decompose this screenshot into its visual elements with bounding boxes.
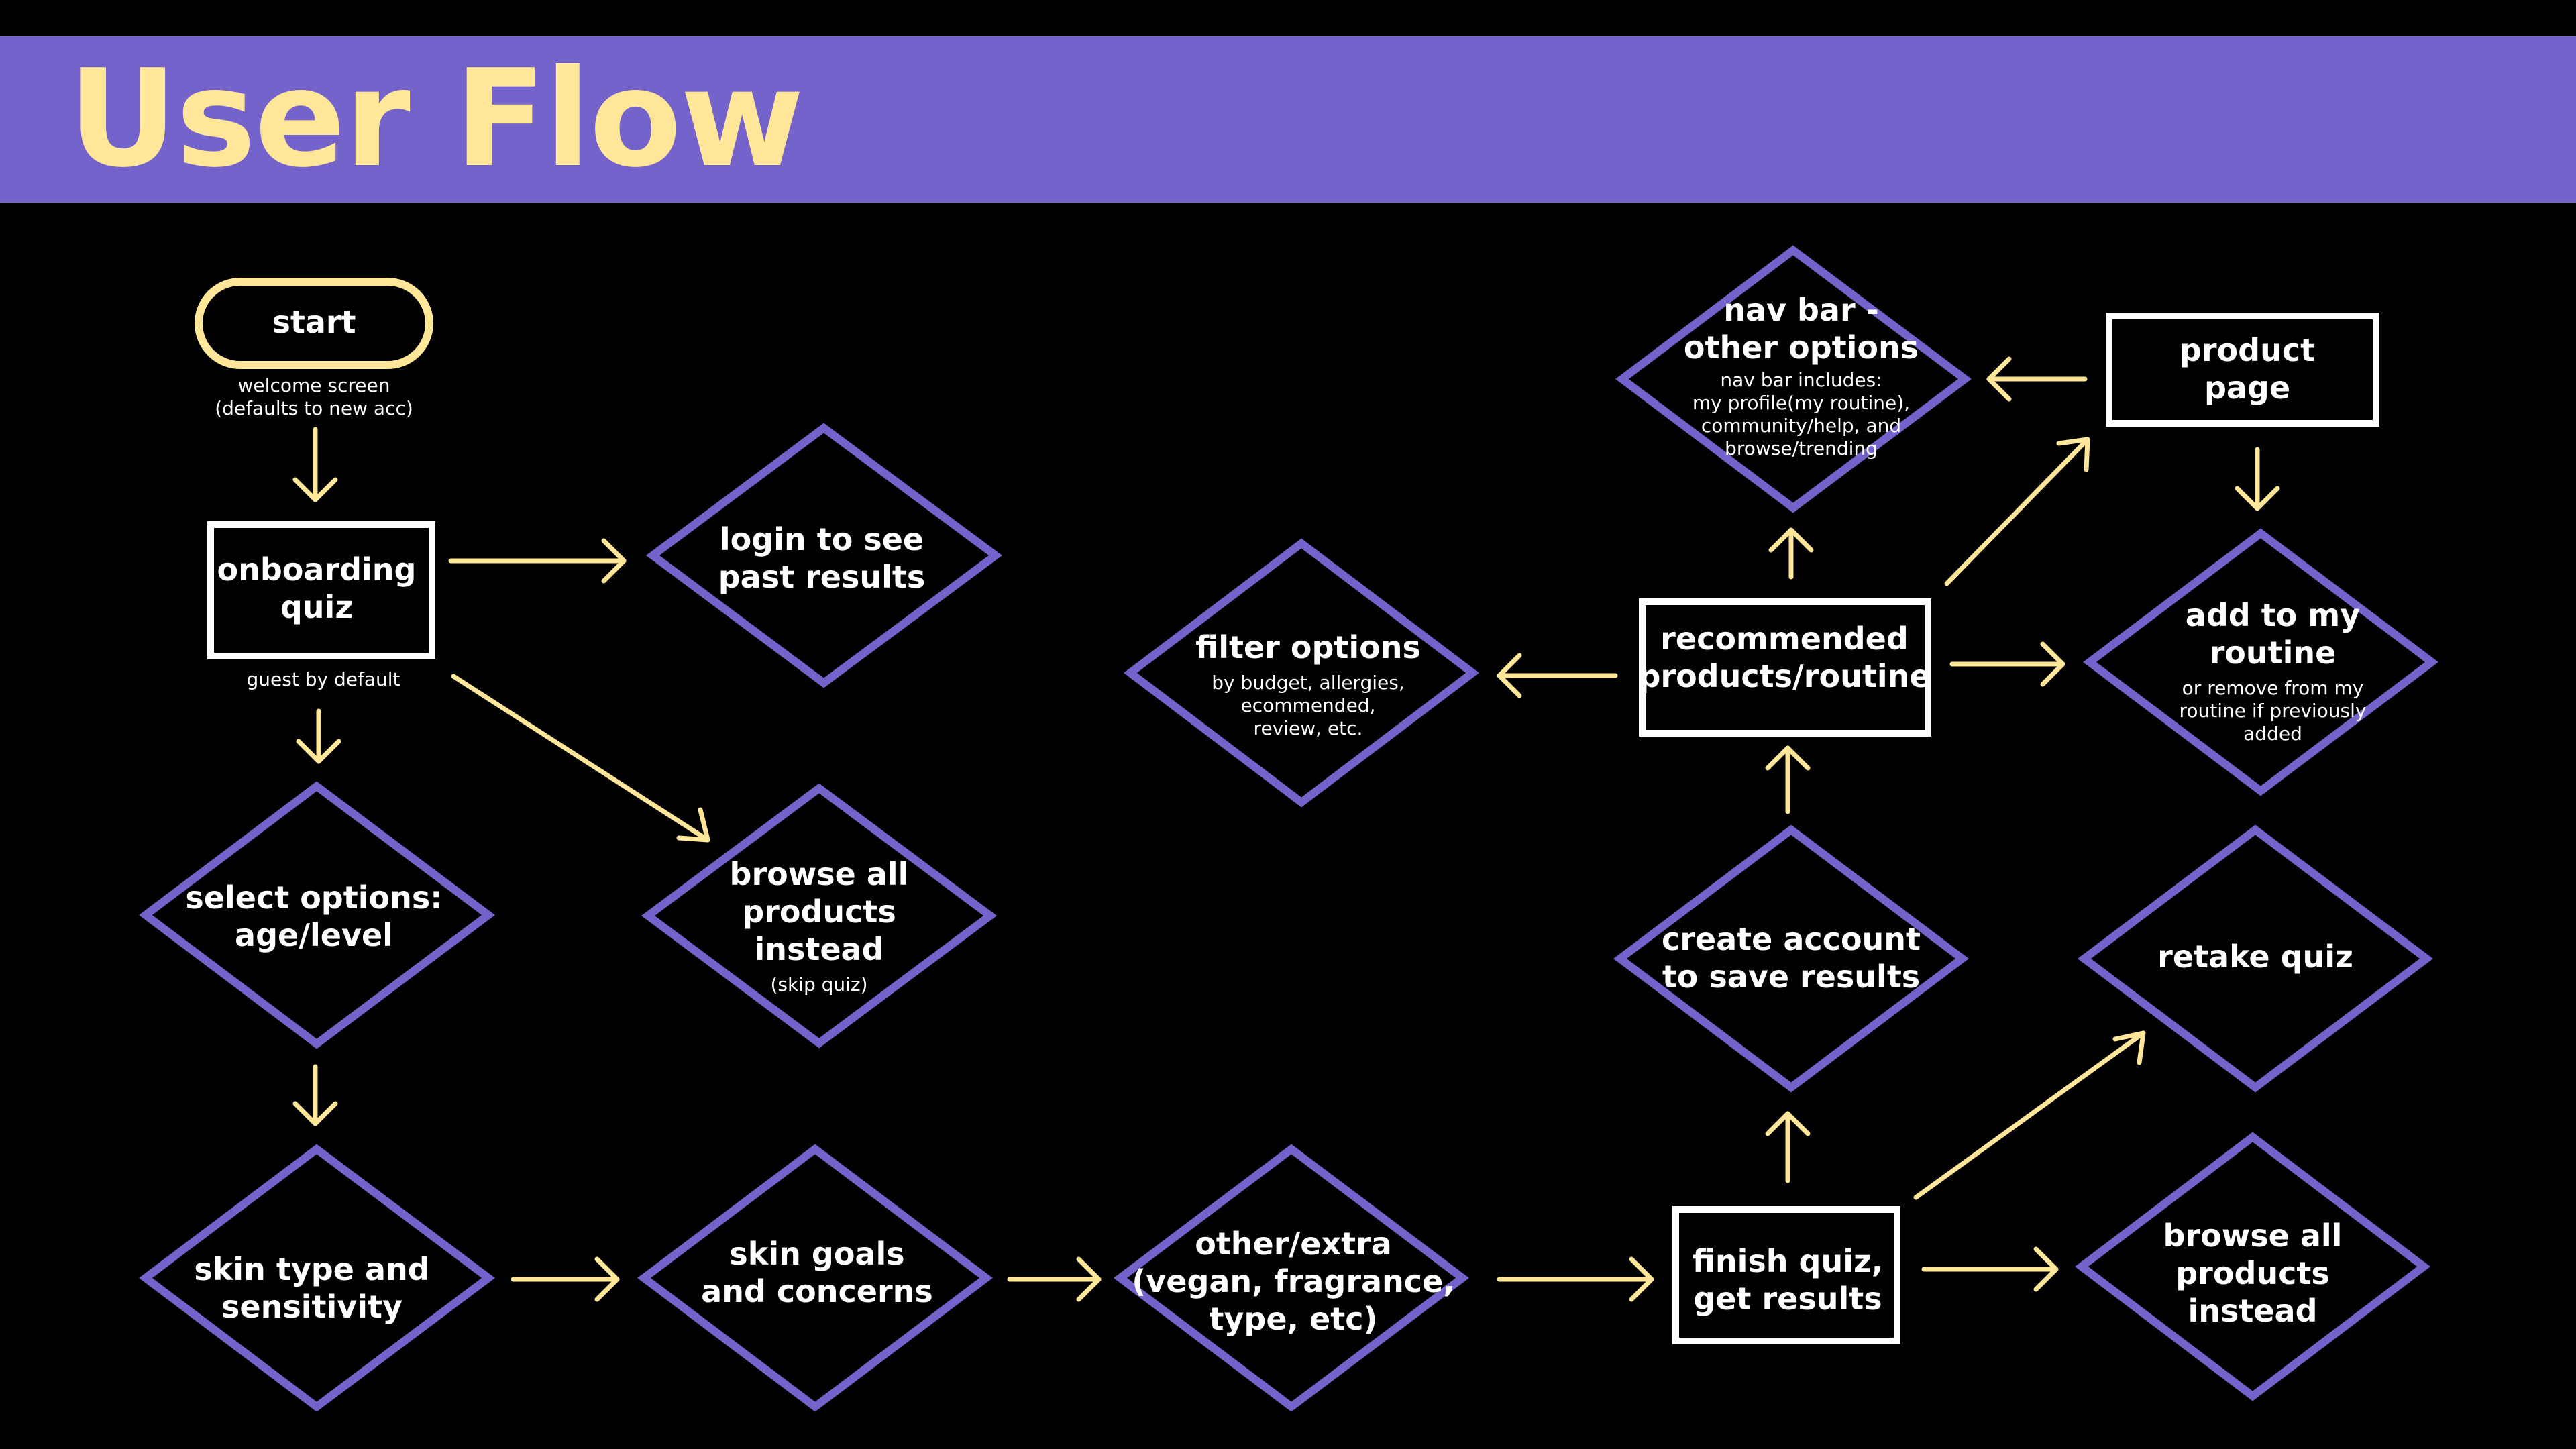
skin-type-node[interactable]: skin type and sensitivity (194, 1250, 429, 1326)
browse-end-diamond-shape (2075, 1132, 2430, 1401)
skin-goals-diamond-shape (637, 1144, 993, 1412)
retake-diamond-shape (2078, 824, 2433, 1093)
arrow-recommended-to-navbar (1768, 527, 1814, 580)
arrow-onboarding-to-browse (451, 674, 710, 843)
recommended-node[interactable]: recommended products/routine (1638, 620, 1930, 695)
skin-goals-label: skin goals and concerns (701, 1236, 933, 1309)
arrow-finish-to-retake (1913, 1030, 2146, 1200)
browse-skip-diamond-shape (641, 783, 998, 1049)
finish-box-shape (1672, 1206, 1900, 1344)
arrow-create-to-recommended (1765, 745, 1811, 814)
arrow-recommended-to-filter (1497, 653, 1618, 698)
create-account-diamond-shape (1613, 824, 1969, 1093)
page-title: User Flow (68, 41, 804, 197)
nav-bar-node[interactable]: nav bar - other options nav bar includes… (1684, 291, 1919, 460)
arrow-product-to-navbar (1986, 356, 2088, 402)
nav-bar-diamond-shape (1615, 245, 1972, 513)
onboarding-node[interactable]: onboarding quiz (217, 551, 417, 626)
arrow-goals-to-other (1007, 1256, 1102, 1302)
login-label: login to see past results (718, 521, 926, 595)
arrow-finish-to-create (1765, 1111, 1811, 1183)
header-bar (0, 36, 2576, 203)
finish-node[interactable]: finish quiz, get results (1693, 1242, 1883, 1318)
product-page-box-shape (2106, 313, 2379, 427)
select-options-node[interactable]: select options: age/level (185, 879, 442, 954)
create-account-label: create account to save results (1661, 921, 1921, 995)
other-extra-diamond-shape (1114, 1144, 1469, 1412)
start-terminal-shape (195, 278, 433, 369)
onboarding-box-shape (207, 521, 435, 659)
browse-skip-sub: (skip quiz) (770, 973, 868, 996)
add-routine-label: add to my routine (2185, 597, 2361, 671)
add-routine-diamond-shape (2083, 528, 2438, 796)
select-options-diamond-shape (139, 781, 495, 1049)
arrow-recommended-to-addroutine (1949, 641, 2065, 687)
arrow-onboarding-to-login (448, 538, 627, 584)
filter-label: filter options (1195, 629, 1421, 665)
finish-label: finish quiz, get results (1692, 1243, 1884, 1317)
recommended-label: recommended products/routine (1638, 621, 1931, 694)
arrow-start-to-onboarding (292, 427, 338, 502)
start-label: start (272, 304, 356, 340)
skin-type-label: skin type and sensitivity (194, 1251, 430, 1325)
arrow-product-to-addroutine (2235, 447, 2280, 511)
nav-bar-sub: nav bar includes: my profile(my routine)… (1692, 369, 1911, 460)
browse-end-node[interactable]: browse all products instead (2163, 1217, 2343, 1330)
filter-diamond-shape (1124, 538, 1479, 808)
skin-type-diamond-shape (139, 1144, 495, 1412)
select-options-label: select options: age/level (185, 879, 443, 953)
product-page-label: product page (2179, 332, 2316, 406)
retake-node[interactable]: retake quiz (2157, 938, 2353, 975)
browse-end-label: browse all products instead (2163, 1218, 2343, 1329)
create-account-node[interactable]: create account to save results (1662, 920, 1921, 996)
arrow-finish-to-browseend (1921, 1246, 2059, 1292)
filter-sub: by budget, allergies, ecommended, review… (1212, 672, 1405, 739)
arrow-onboarding-to-select (296, 708, 341, 764)
other-extra-node[interactable]: other/extra (vegan, fragrance, type, etc… (1132, 1225, 1455, 1338)
browse-skip-node[interactable]: browse all products instead (skip quiz) (730, 855, 909, 996)
login-node[interactable]: login to see past results (718, 521, 926, 596)
start-note: welcome screen (defaults to new acc) (215, 374, 413, 419)
arrow-other-to-finish (1497, 1256, 1654, 1302)
browse-skip-label: browse all products instead (729, 856, 909, 967)
login-diamond-shape (645, 423, 1003, 688)
add-routine-sub: or remove from my routine if previously … (2179, 677, 2367, 745)
arrow-skintype-to-goals (511, 1256, 620, 1302)
product-page-node[interactable]: product page (2180, 331, 2315, 407)
onboarding-note: guest by default (246, 668, 400, 690)
skin-goals-node[interactable]: skin goals and concerns (701, 1235, 933, 1310)
arrow-select-to-skintype (292, 1064, 338, 1126)
add-routine-node[interactable]: add to my routine or remove from my rout… (2121, 596, 2424, 745)
recommended-box-shape (1639, 598, 1931, 737)
arrow-recommended-to-product (1944, 437, 2090, 586)
start-node[interactable]: start (272, 303, 356, 341)
onboarding-label: onboarding quiz (217, 551, 417, 625)
retake-label: retake quiz (2157, 938, 2353, 975)
filter-node[interactable]: filter options by budget, allergies, eco… (1195, 629, 1421, 740)
other-extra-label: other/extra (vegan, fragrance, type, etc… (1132, 1226, 1455, 1337)
nav-bar-label: nav bar - other options (1683, 292, 1919, 366)
